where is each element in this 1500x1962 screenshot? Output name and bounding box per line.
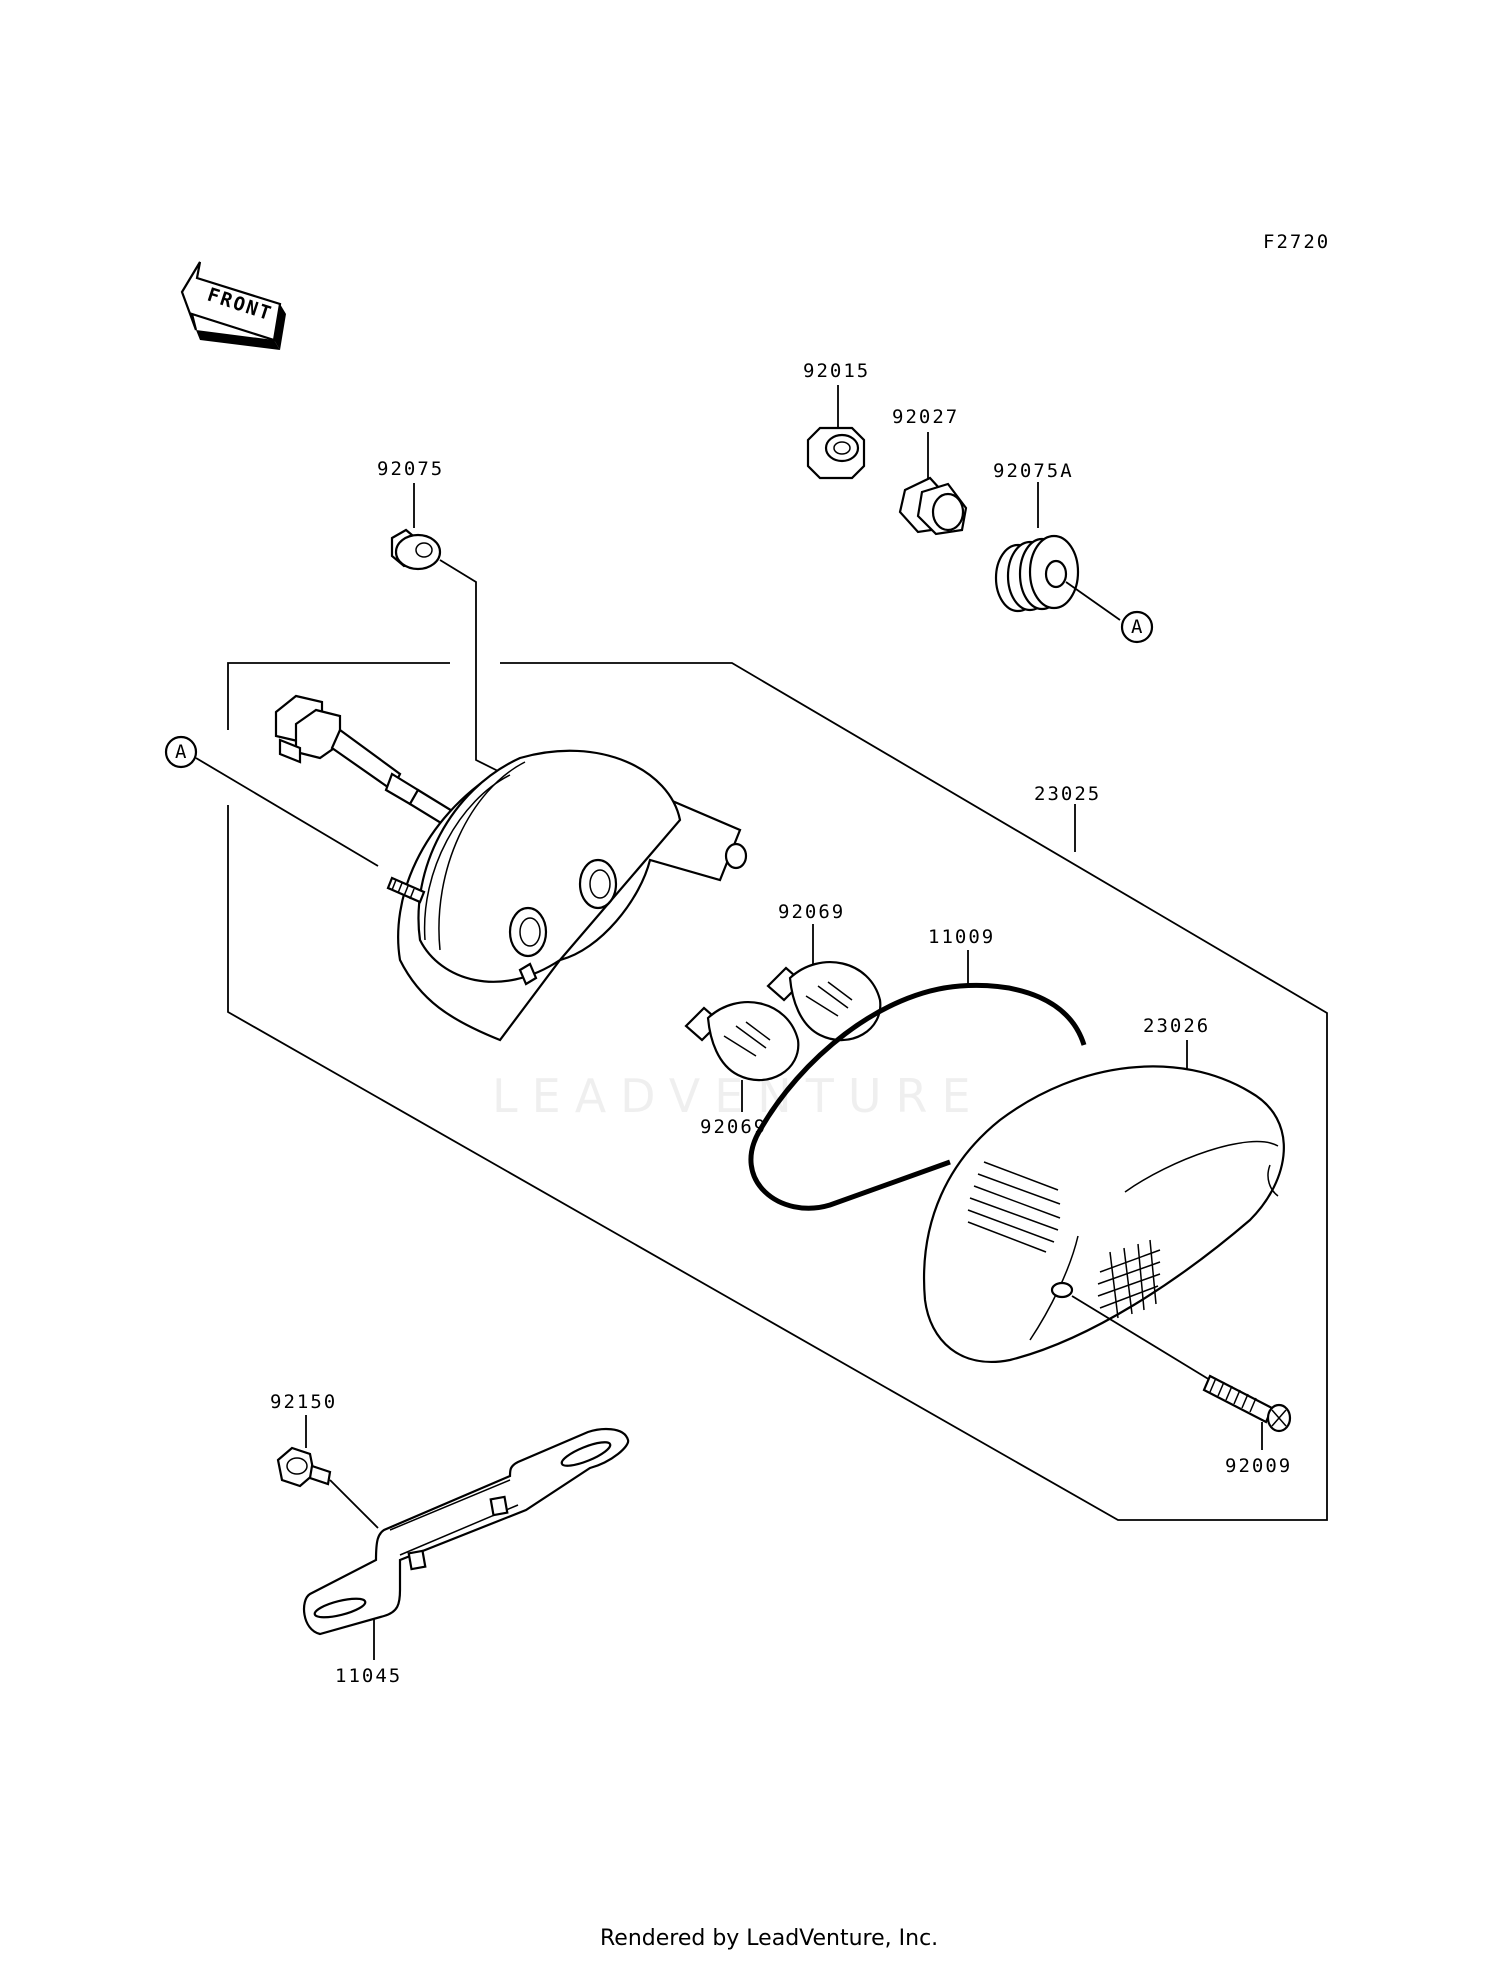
assembly-23025-outline <box>227 662 1328 1521</box>
part-label-92027: 92027 <box>892 406 959 428</box>
watermark: LEADVENTURE <box>492 1069 985 1123</box>
part-label-92075: 92075 <box>377 458 444 480</box>
part-92150-bolt <box>276 1415 379 1529</box>
reference-marker-a-left: A <box>164 735 379 867</box>
part-92015-nut <box>806 385 866 480</box>
part-92009-screw <box>1202 1374 1292 1450</box>
part-label-11009: 11009 <box>928 926 995 948</box>
footer-credit: Rendered by LeadVenture, Inc. <box>600 1926 938 1951</box>
diagram-code: F2720 <box>1263 231 1330 253</box>
part-label-23025: 23025 <box>1034 783 1101 805</box>
front-arrow-icon: FRONT <box>180 261 286 350</box>
part-11009-gasket <box>748 950 1087 1211</box>
part-11045-bracket <box>302 1427 630 1660</box>
part-label-92015: 92015 <box>803 360 870 382</box>
part-label-11045: 11045 <box>335 1665 402 1687</box>
reference-marker-a-right: A <box>1120 610 1154 644</box>
part-92075A-grommet <box>994 482 1121 621</box>
part-label-92069-upper: 92069 <box>778 901 845 923</box>
part-label-92009: 92009 <box>1225 1455 1292 1477</box>
part-92027-collar <box>898 432 968 536</box>
part-label-92150: 92150 <box>270 1391 337 1413</box>
part-92075-grommet <box>390 483 507 776</box>
part-92069-bulb-lower <box>684 1001 800 1112</box>
part-label-92069-lower: 92069 <box>700 1116 767 1138</box>
svg-text:A: A <box>1131 616 1144 638</box>
part-label-92075A: 92075A <box>993 460 1074 482</box>
part-23026-lens <box>923 1040 1285 1381</box>
part-92069-bulb-upper <box>766 924 882 1042</box>
svg-text:A: A <box>175 741 188 763</box>
part-label-23026: 23026 <box>1143 1015 1210 1037</box>
part-23025-lamp-housing <box>274 694 748 1042</box>
